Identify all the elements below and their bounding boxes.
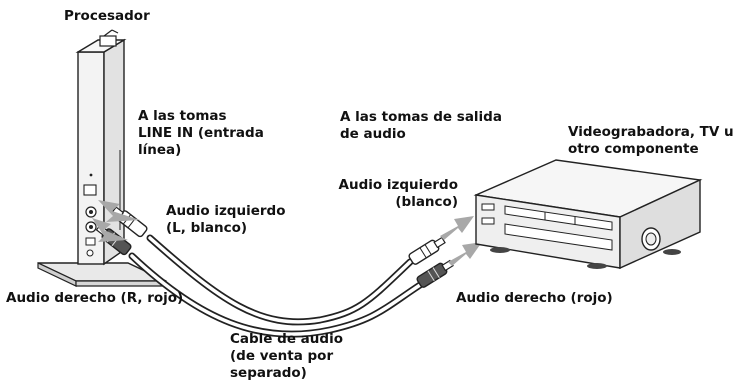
audio-output-label: A las tomas de salida de audio [340,109,502,142]
connection-arrows [92,200,482,266]
audio-cable-label: Cable de audio (de venta por separado) [230,331,343,381]
component-label: Videograbadora, TV u otro componente [568,124,734,157]
audio-left-processor-label: Audio izquierdo (L, blanco) [166,203,286,236]
audio-right-component-label: Audio derecho (rojo) [456,290,613,306]
rca-plugs-component [408,236,454,288]
audio-cable-illustration [128,234,424,338]
component-illustration [473,159,703,270]
line-in-label: A las tomas LINE IN (entrada línea) [138,108,264,158]
audio-left-component-label: Audio izquierdo (blanco) [338,177,458,210]
processor-label: Procesador [64,8,150,24]
audio-right-processor-label: Audio derecho (R, rojo) [6,290,184,306]
